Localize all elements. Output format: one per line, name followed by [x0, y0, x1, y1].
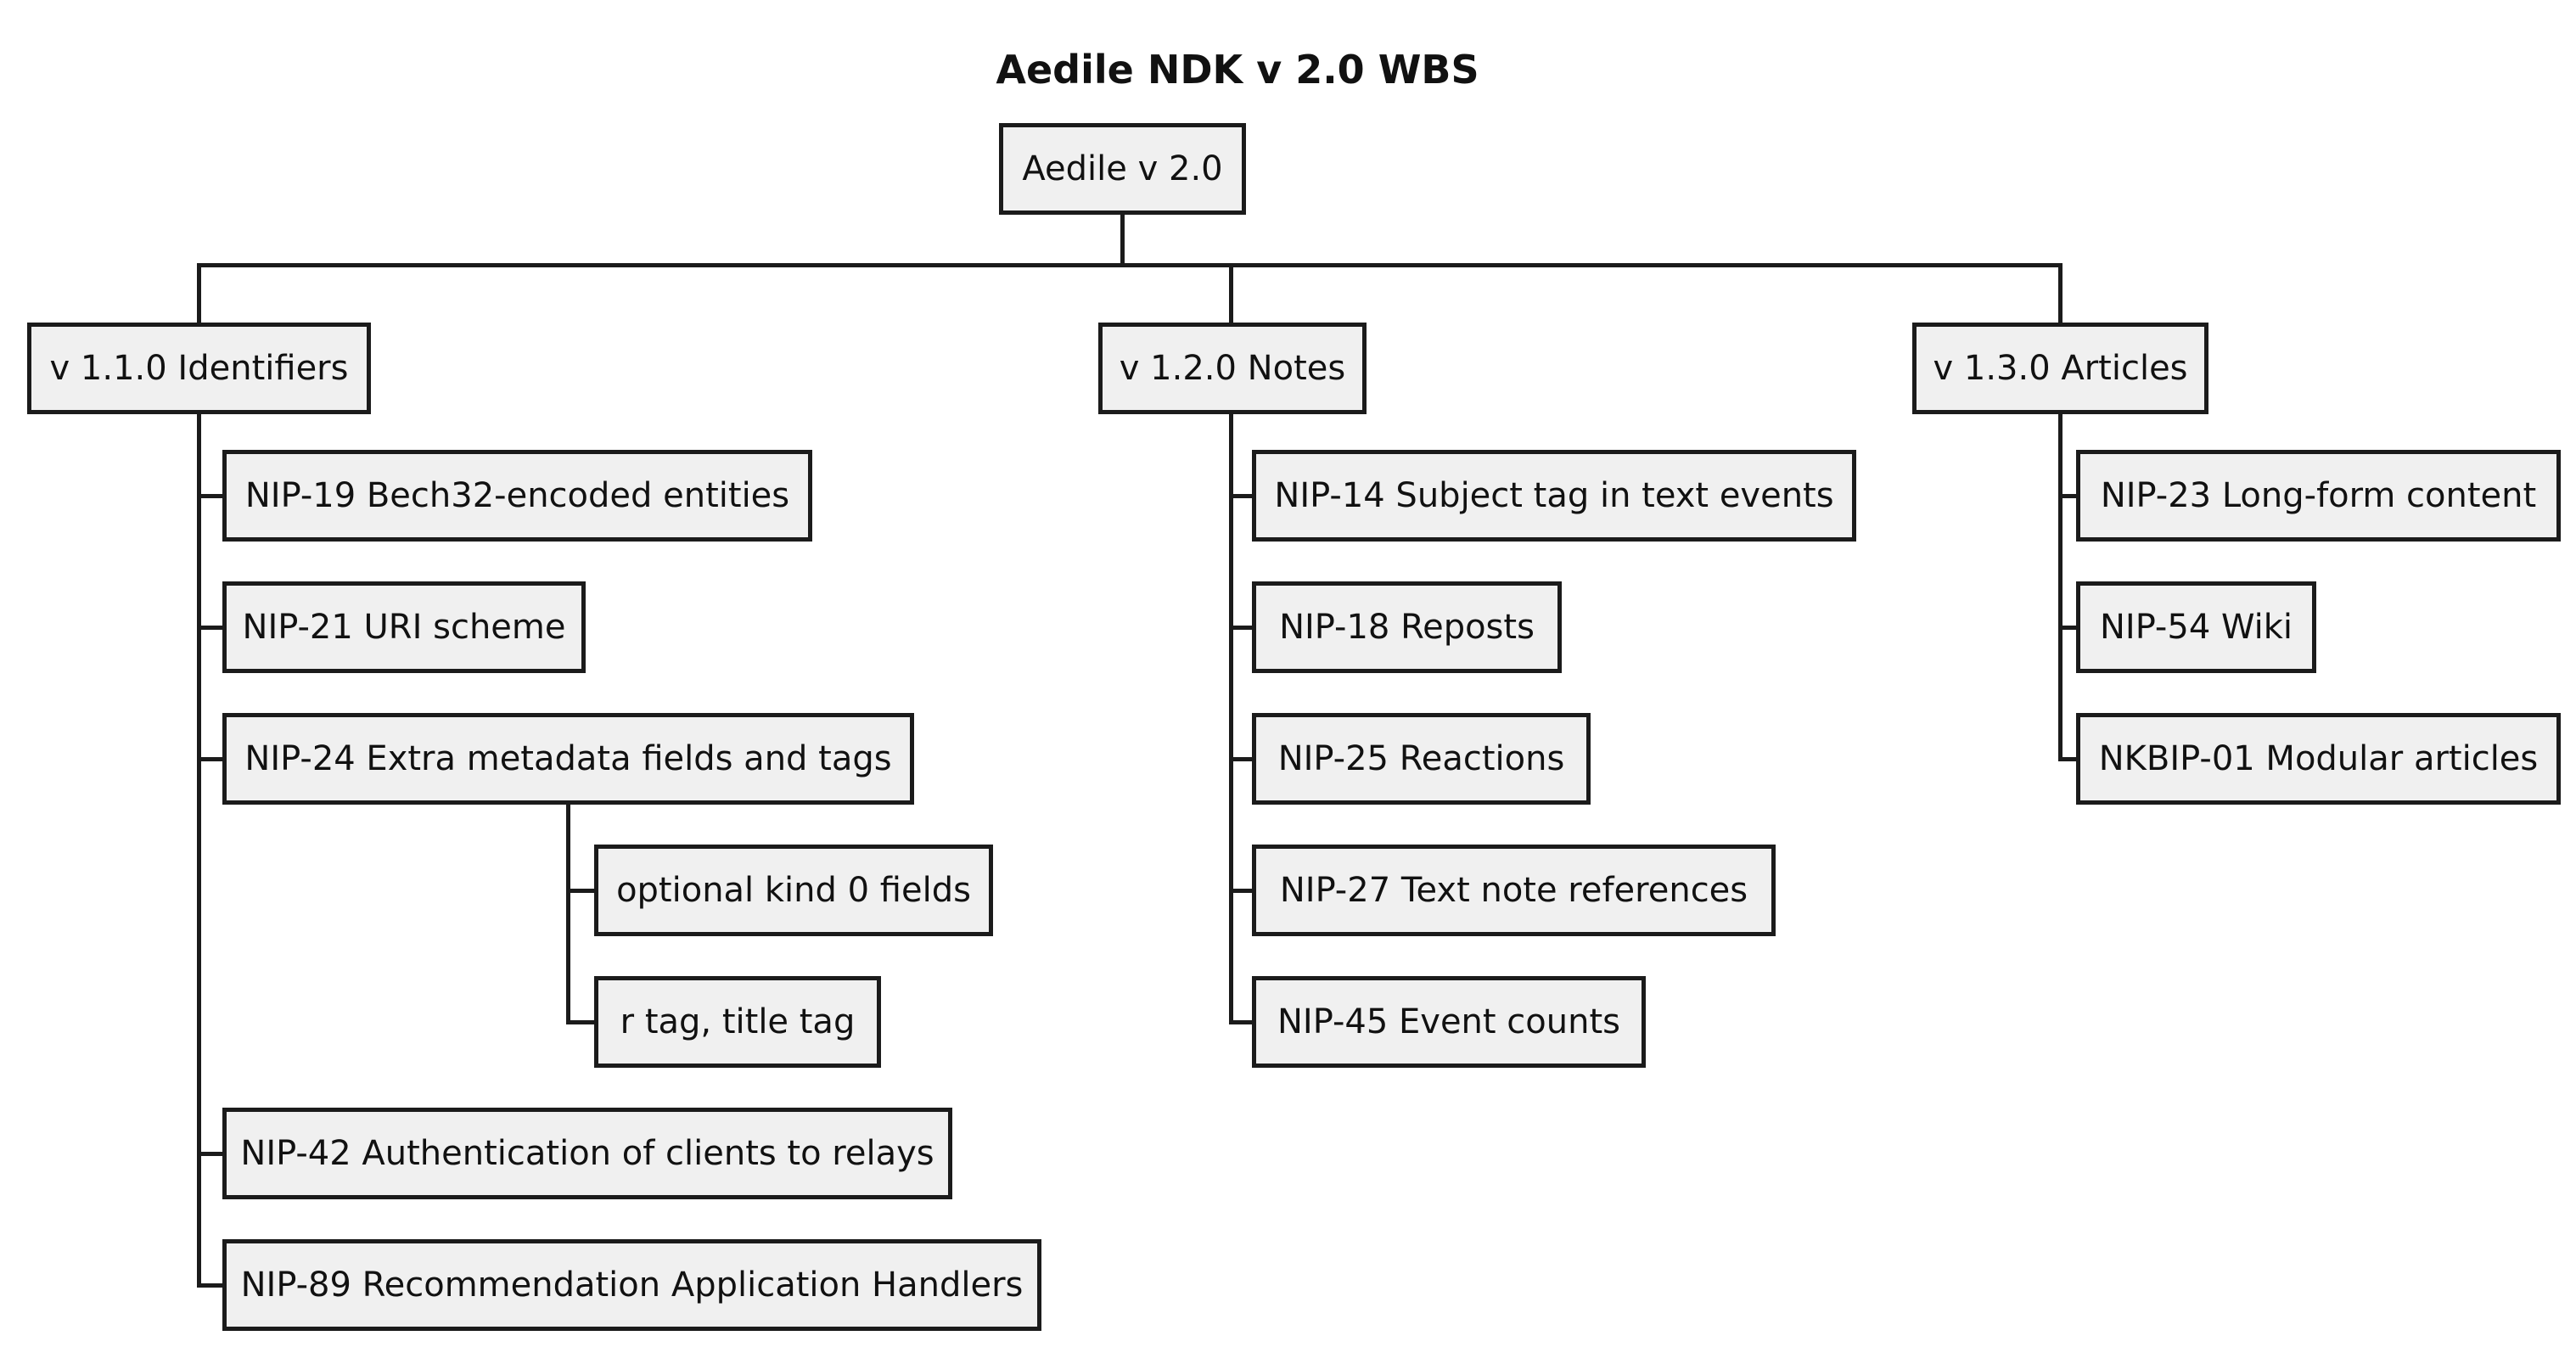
connector-subtrunk-nip24 — [566, 805, 570, 1024]
connector-stub-nip18 — [1229, 626, 1254, 630]
connector-stub-nip54 — [2058, 626, 2079, 630]
connector-stub-nip89 — [197, 1283, 224, 1288]
connector-stub-nip19 — [197, 494, 224, 498]
node-nip18: NIP-18 Reposts — [1252, 581, 1562, 673]
node-nip89: NIP-89 Recommendation Application Handle… — [222, 1239, 1041, 1331]
node-nip42: NIP-42 Authentication of clients to rela… — [222, 1108, 952, 1199]
connector-stub-nip25 — [1229, 757, 1254, 761]
node-nip27: NIP-27 Text note references — [1252, 845, 1776, 936]
connector-bus — [197, 263, 2062, 267]
node-nip54: NIP-54 Wiki — [2076, 581, 2316, 673]
connector-stub-nip42 — [197, 1152, 224, 1156]
node-nkbip01: NKBIP-01 Modular articles — [2076, 713, 2561, 805]
node-nip45: NIP-45 Event counts — [1252, 976, 1646, 1068]
node-nip25: NIP-25 Reactions — [1252, 713, 1591, 805]
node-nip14: NIP-14 Subject tag in text events — [1252, 450, 1856, 542]
node-optional-kind-0-fields: optional kind 0 fields — [594, 845, 993, 936]
connector-stub-nip24 — [197, 757, 224, 761]
diagram-title: Aedile NDK v 2.0 WBS — [996, 47, 1479, 93]
node-branch-identifiers: v 1.1.0 Identifiers — [27, 323, 371, 414]
connector-stub-nip27 — [1229, 889, 1254, 893]
connector-drop-branch-3 — [2058, 263, 2062, 323]
connector-stub-optional-kind-0 — [566, 889, 597, 893]
connector-stub-r-tag — [566, 1020, 597, 1024]
node-nip24: NIP-24 Extra metadata fields and tags — [222, 713, 914, 805]
connector-drop-branch-2 — [1229, 263, 1233, 323]
connector-trunk-identifiers — [197, 414, 201, 1288]
node-branch-notes: v 1.2.0 Notes — [1098, 323, 1367, 414]
connector-root-drop — [1120, 215, 1125, 267]
node-r-tag-title-tag: r tag, title tag — [594, 976, 881, 1068]
connector-trunk-notes — [1229, 414, 1233, 1024]
node-root-aedile-v2: Aedile v 2.0 — [999, 123, 1246, 215]
node-nip19: NIP-19 Bech32-encoded entities — [222, 450, 812, 542]
connector-drop-branch-1 — [197, 263, 201, 323]
node-branch-articles: v 1.3.0 Articles — [1912, 323, 2208, 414]
connector-trunk-articles — [2058, 414, 2062, 761]
node-nip21: NIP-21 URI scheme — [222, 581, 586, 673]
connector-stub-nip23 — [2058, 494, 2079, 498]
connector-stub-nip14 — [1229, 494, 1254, 498]
node-nip23: NIP-23 Long-form content — [2076, 450, 2561, 542]
connector-stub-nip45 — [1229, 1020, 1254, 1024]
connector-stub-nkbip01 — [2058, 757, 2079, 761]
connector-stub-nip21 — [197, 626, 224, 630]
